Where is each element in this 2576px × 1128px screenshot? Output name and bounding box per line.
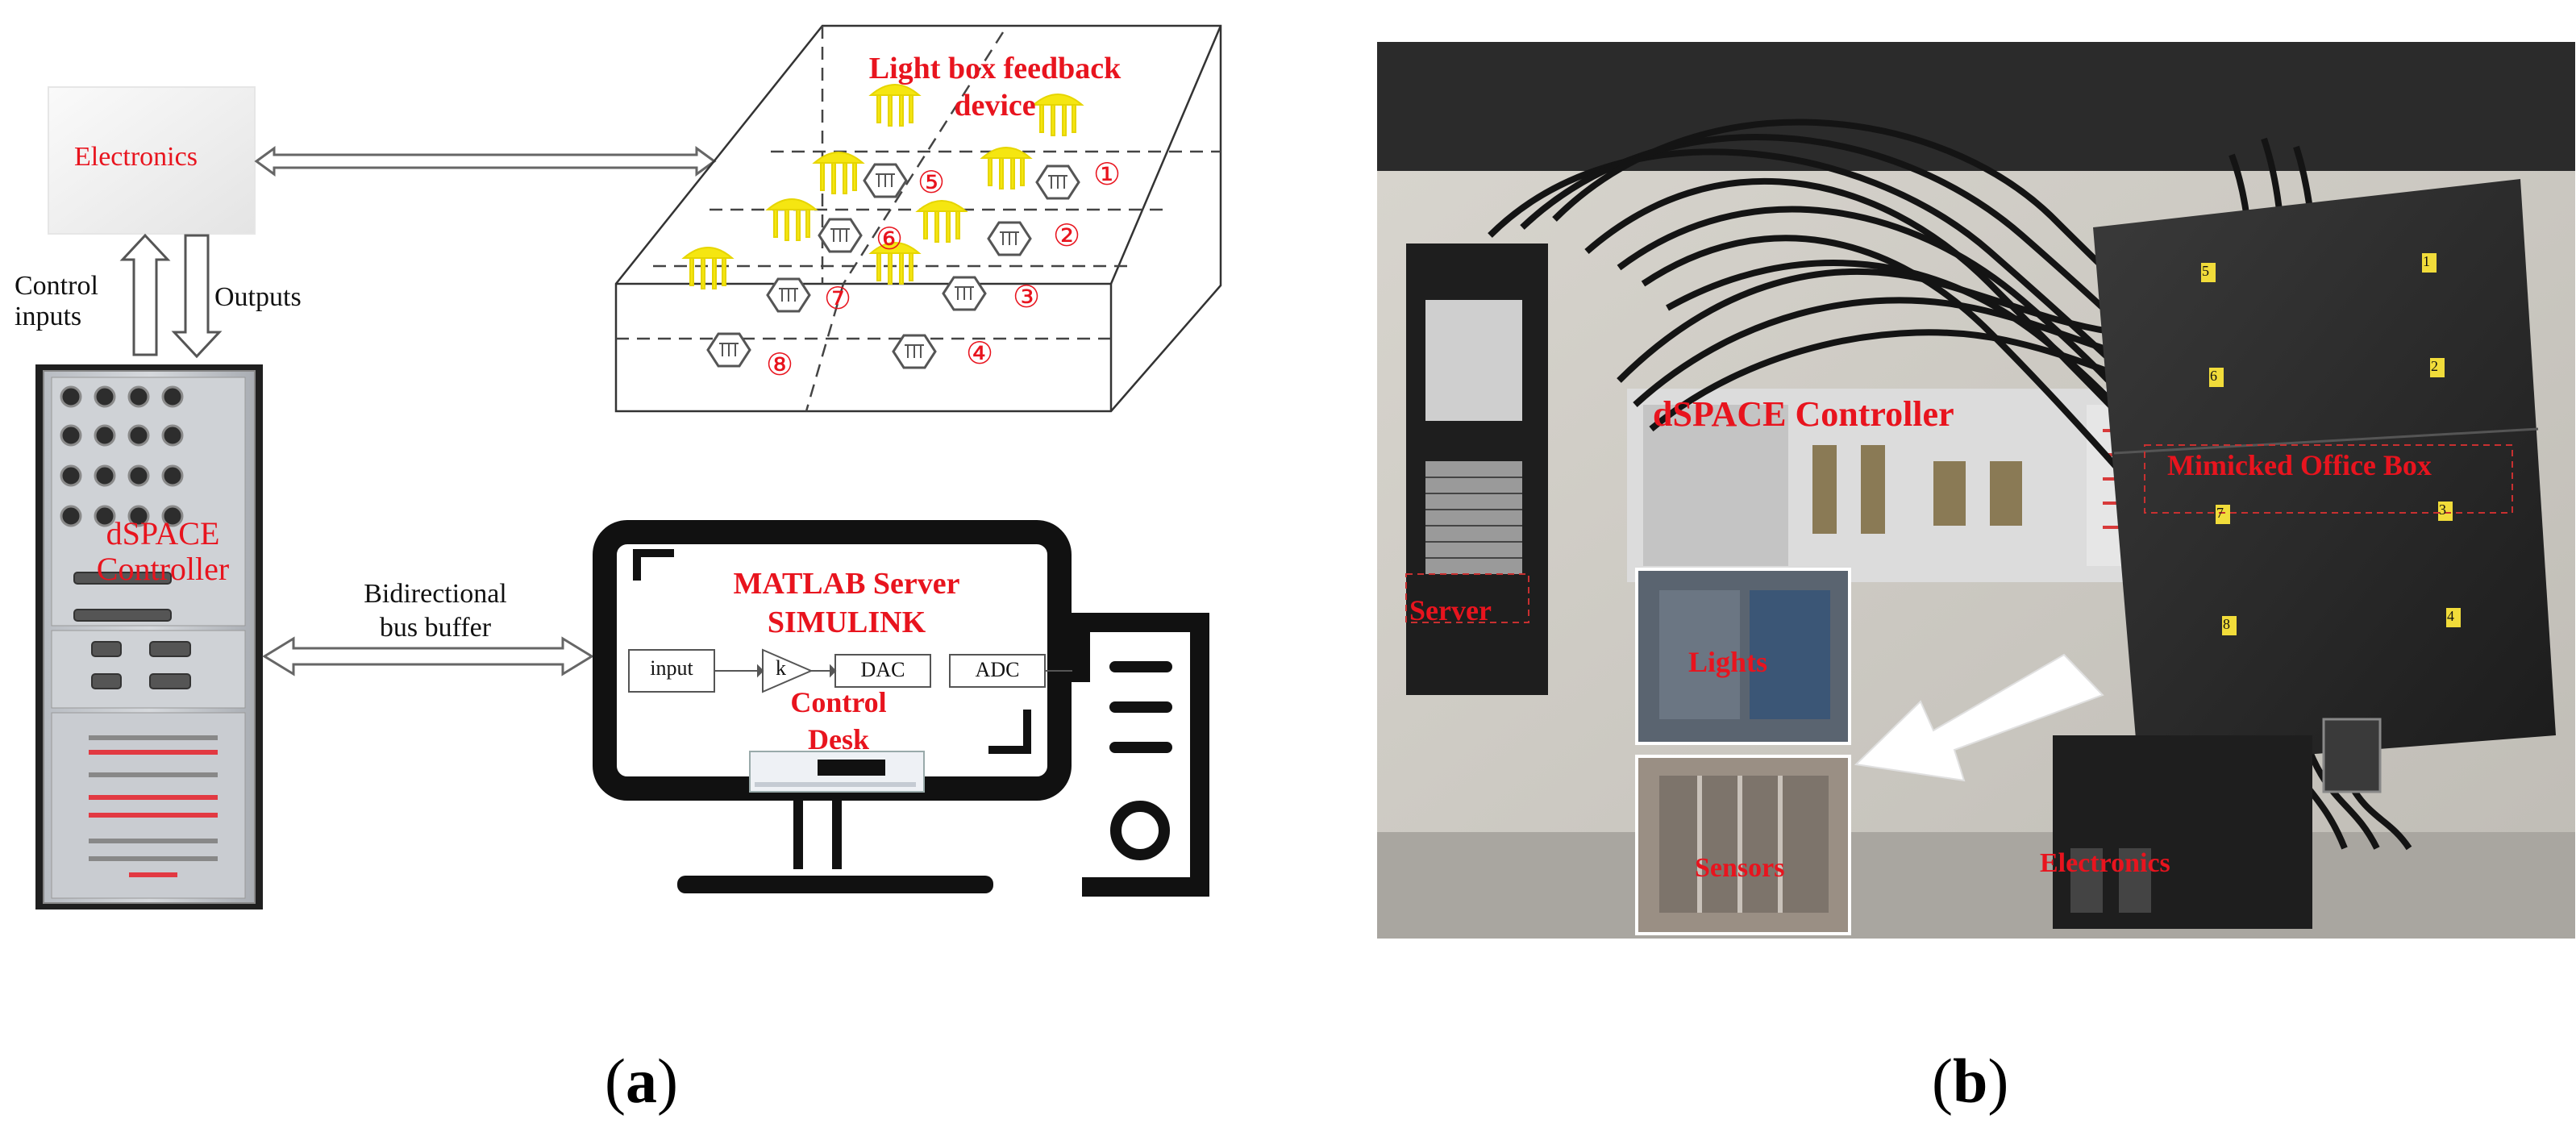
photo-dspace-label: dSPACE Controller (1653, 394, 1954, 434)
lamp-icon (812, 152, 865, 194)
office-box (2093, 179, 2556, 768)
matlab-server-label: MATLAB Server SIMULINK (733, 567, 960, 639)
block-dac-label: DAC (860, 658, 905, 681)
lamp-icon (765, 198, 818, 241)
sensor-icon (766, 277, 811, 313)
lamp-icon (868, 242, 922, 285)
zone-number-2: ② (1053, 219, 1081, 253)
zone-number-8: ⑧ (766, 348, 794, 382)
block-adc-label: ADC (975, 658, 1020, 681)
sensor-icon (892, 334, 937, 369)
pointer-arrow (1854, 653, 2104, 782)
dspace-controller-label: dSPACE Controller (96, 515, 230, 587)
box-tag-3: 3 (2439, 502, 2446, 518)
panel-b-photo (1377, 42, 2575, 939)
electronics-label: Electronics (74, 142, 198, 172)
box-tag-2: 2 (2431, 358, 2438, 374)
lamp-icon (1031, 94, 1084, 136)
block-adc (949, 654, 1046, 688)
block-input (628, 649, 715, 693)
box-tags (2201, 253, 2461, 635)
control-desk-thumbnail (749, 751, 925, 793)
zone-number-7: ⑦ (824, 282, 852, 316)
light-box-title: Light box feedback device (868, 52, 1122, 123)
simulink-diagram (628, 648, 1072, 693)
panel-a-caption: (a) (605, 1046, 678, 1116)
bnc-connectors (60, 385, 184, 527)
led-rows (89, 735, 218, 877)
sensor-icon (818, 218, 863, 253)
control-inputs-label: Control inputs (15, 271, 98, 331)
electronics-box (48, 86, 256, 235)
sensors (706, 163, 1080, 369)
sensor-icon (942, 276, 987, 311)
box-tag-8: 8 (2223, 616, 2230, 632)
control-inputs-arrow (119, 233, 171, 356)
server-tower (1406, 243, 1548, 695)
panel-a-diagram (35, 24, 1222, 909)
sensors-inset (1635, 755, 1851, 935)
box-tag-1: 1 (2423, 253, 2430, 269)
lamp-icon (980, 147, 1033, 189)
zone-number-6: ⑥ (876, 223, 904, 256)
sensor-icon (863, 163, 908, 198)
bus-buffer-arrow (262, 636, 594, 676)
photo-office-box-label: Mimicked Office Box (2167, 449, 2432, 481)
electronics-lightbox-arrow (254, 146, 717, 177)
lamp-icon (681, 247, 735, 289)
dspace-controller-unit (35, 364, 263, 909)
sensor-icon (987, 221, 1032, 256)
light-box-outline (614, 24, 1222, 413)
lights-inset (1635, 568, 1851, 745)
block-dac (834, 654, 931, 688)
dsub-connectors (73, 572, 191, 689)
electronics-module (2053, 718, 2382, 929)
zone-number-3: ③ (1013, 281, 1041, 314)
outputs-label: Outputs (214, 282, 302, 312)
outputs-arrow (171, 234, 223, 359)
photo-server-label: Server (1409, 594, 1492, 626)
block-k-label: k (776, 656, 786, 680)
lamp-icon (868, 84, 922, 127)
zone-number-4: ④ (966, 337, 994, 371)
panel-b-caption: (b) (1932, 1046, 2009, 1116)
block-input-label: input (650, 656, 693, 680)
photo-electronics-label: Electronics (2040, 848, 2170, 878)
box-tag-6: 6 (2210, 368, 2217, 384)
lamps (681, 84, 1084, 289)
photo-sensors-label: Sensors (1695, 853, 1785, 883)
control-desk-label: Control Desk (790, 686, 887, 755)
top-shelf (1377, 42, 2575, 171)
lamp-icon (915, 200, 968, 243)
bus-buffer-label: Bidirectional bus buffer (364, 579, 507, 643)
box-tag-5: 5 (2202, 263, 2209, 279)
computer-tower-icon (1071, 613, 1209, 897)
box-tag-7: 7 (2216, 505, 2224, 521)
box-tag-4: 4 (2447, 608, 2454, 624)
sensor-icon (706, 332, 751, 368)
zone-number-1: ① (1093, 158, 1122, 192)
photo-lights-label: Lights (1688, 646, 1768, 678)
zone-number-5: ⑤ (918, 166, 946, 200)
label-frames (1405, 444, 2513, 623)
sensor-icon (1035, 164, 1080, 200)
